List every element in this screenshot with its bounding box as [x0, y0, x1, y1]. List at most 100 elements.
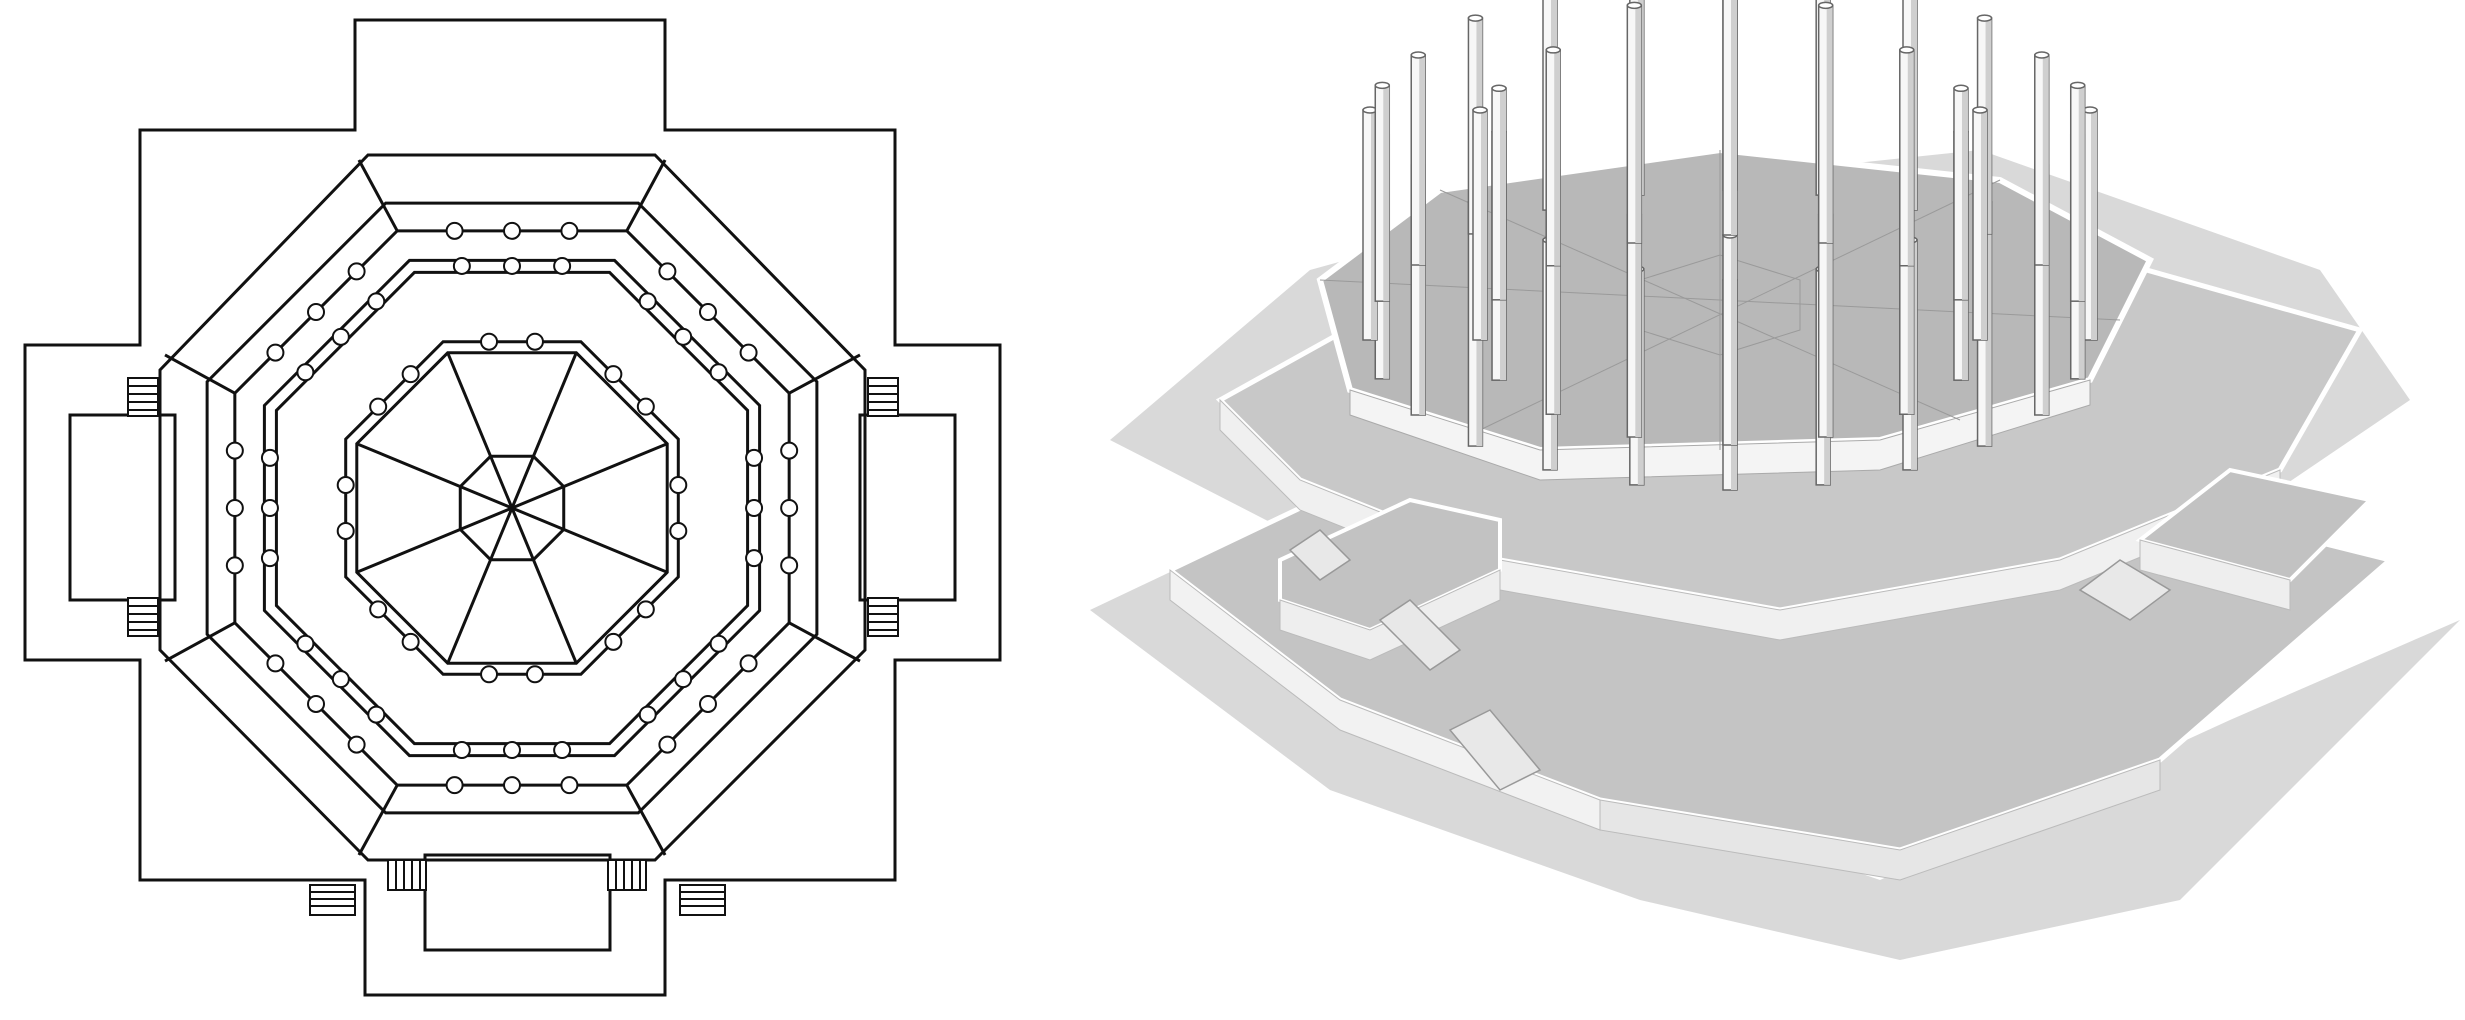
iso-column-29 [1722, 231, 1738, 446]
stair-south-right [607, 859, 647, 891]
plan-column-18 [560, 221, 579, 240]
plan-column-57 [369, 397, 388, 416]
plan-column-39 [367, 292, 386, 311]
main-octagon [158, 153, 867, 862]
iso-column-14 [1374, 81, 1391, 302]
plan-column-24 [780, 556, 799, 575]
plan-column-33 [296, 634, 315, 653]
plan-column-63 [669, 476, 688, 495]
floor-plan-panel [0, 0, 1030, 1020]
plan-column-8 [307, 694, 326, 713]
plan-column-38 [331, 327, 350, 346]
plan-column-14 [307, 303, 326, 322]
iso-column-34 [1491, 84, 1507, 301]
stair-west-upper [127, 377, 159, 417]
iso-column-28 [1817, 210, 1834, 438]
isometric-view-panel [1080, 0, 2465, 1020]
plan-connector-2 [625, 784, 667, 856]
plan-column-44 [674, 327, 693, 346]
plan-column-58 [401, 365, 420, 384]
plan-column-62 [636, 397, 655, 416]
plan-column-25 [709, 634, 728, 653]
plan-column-21 [739, 343, 758, 362]
plan-column-64 [669, 521, 688, 540]
platform-east-face [2139, 539, 2291, 611]
plan-column-34 [260, 549, 279, 568]
stair-iso-west [1378, 599, 1462, 671]
plan-column-50 [604, 632, 623, 651]
plan-column-45 [709, 363, 728, 382]
iso-column-35 [1545, 46, 1561, 267]
plan-connector-5 [164, 353, 236, 395]
iso-column-1 [2082, 106, 2098, 341]
east-platform [858, 413, 957, 602]
plan-column-36 [260, 448, 279, 467]
plan-column-7 [347, 735, 366, 754]
plan-column-60 [525, 332, 544, 351]
plan-spoke-5 [356, 442, 513, 510]
plan-column-22 [780, 441, 799, 460]
stair-east-lower [867, 597, 899, 637]
plan-column-9 [266, 654, 285, 673]
plan-column-41 [503, 256, 521, 275]
stair-iso-southwest [1288, 529, 1352, 581]
outer-terrace-outline [23, 18, 1002, 997]
iso-column-38 [1817, 1, 1834, 244]
plan-column-12 [225, 441, 244, 460]
iso-column-25 [1972, 106, 1988, 341]
plan-connector-4 [164, 621, 236, 663]
plan-column-31 [367, 705, 386, 724]
plan-column-52 [480, 665, 499, 684]
plan-connector-6 [357, 159, 399, 232]
iso-column-30 [1626, 210, 1643, 438]
lower-terrace-face-right [1599, 759, 2161, 881]
plan-connector-1 [788, 621, 861, 663]
plan-ring-3 [262, 258, 762, 758]
plan-column-54 [369, 600, 388, 619]
plan-column-53 [401, 632, 420, 651]
plan-column-16 [445, 221, 464, 240]
stairs-group [127, 377, 899, 916]
plan-column-42 [553, 256, 572, 275]
iso-column-15 [1410, 51, 1426, 266]
plan-ring-1 [205, 201, 819, 815]
plan-column-13 [266, 343, 285, 362]
stair-west-lower [127, 597, 159, 637]
plan-spoke-3 [446, 507, 514, 664]
plan-column-2 [698, 694, 717, 713]
plan-column-59 [480, 332, 499, 351]
stair-south-left [387, 859, 427, 891]
plan-connector-7 [625, 159, 667, 232]
plan-column-46 [745, 448, 764, 467]
plan-column-51 [525, 665, 544, 684]
plan-connector-8 [788, 353, 861, 395]
stair-iso-east [2078, 559, 2172, 621]
plan-column-20 [698, 303, 717, 322]
iso-column-33 [1472, 106, 1488, 341]
stair-east-upper [867, 377, 899, 417]
plan-column-6 [445, 776, 464, 795]
stair-iso-south [1448, 709, 1542, 791]
west-platform [68, 413, 177, 602]
plan-column-29 [503, 741, 521, 760]
plan-column-23 [780, 499, 799, 517]
plan-ring-4 [274, 270, 750, 746]
stair-southeast [679, 884, 726, 916]
plan-column-3 [658, 735, 677, 754]
plan-column-5 [503, 776, 521, 795]
plan-column-17 [503, 221, 521, 240]
isometric-drawing [1090, 0, 2460, 960]
plan-column-28 [553, 741, 572, 760]
plan-column-43 [638, 292, 657, 311]
plan-spoke-8 [511, 442, 668, 510]
plan-column-15 [347, 262, 366, 281]
plan-column-19 [658, 262, 677, 281]
plan-column-49 [636, 600, 655, 619]
platform-west-face [1279, 569, 1501, 661]
iso-column-40 [1953, 84, 1969, 301]
iso-column-39 [1899, 46, 1915, 267]
south-platform [423, 853, 612, 952]
plan-spoke-6 [446, 352, 514, 509]
plan-column-40 [452, 256, 471, 275]
plan-spoke-2 [510, 507, 578, 664]
